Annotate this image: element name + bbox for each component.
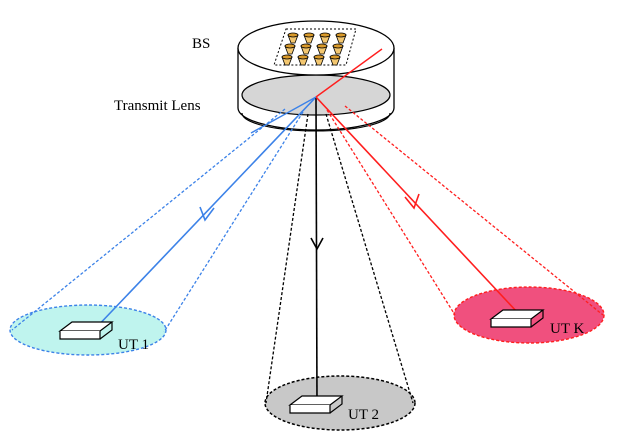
antenna-element-aperture — [300, 43, 312, 49]
bs-cylinder-top — [237, 20, 395, 76]
ut2-device — [288, 395, 344, 414]
antenna-element-aperture — [335, 32, 347, 38]
ut1-label: UT 1 — [118, 337, 149, 353]
antenna-element-aperture — [316, 43, 328, 49]
utk-device — [489, 309, 545, 328]
antenna-element-aperture — [332, 43, 344, 49]
antenna-element-aperture — [284, 43, 296, 49]
antenna-element-aperture — [329, 54, 341, 60]
ut2-group: UT 2 — [264, 96, 416, 431]
antenna-array-frame — [273, 28, 357, 66]
utk-beam — [315, 96, 519, 314]
utk-beam-arrow — [404, 193, 420, 210]
ut1-cone-left — [11, 108, 286, 331]
ut1-beam-arrow — [199, 206, 215, 222]
utk-label: UT K — [550, 321, 584, 337]
antenna-element-aperture — [281, 54, 293, 60]
antenna-element-aperture — [287, 32, 299, 38]
ut1-cone-right — [163, 111, 304, 333]
ut2-cone-left — [265, 113, 309, 404]
transmit-lens-label: Transmit Lens — [114, 98, 201, 114]
utk-group: UT K — [315, 48, 605, 344]
ut1-beam-origin — [250, 96, 317, 134]
antenna-array — [281, 32, 347, 66]
ut2-coverage-area — [264, 375, 416, 431]
utk-beam-origin — [315, 48, 383, 98]
ut2-label: UT 2 — [348, 407, 379, 423]
ut1-group: UT 1 — [9, 96, 317, 356]
antenna-element-aperture — [313, 54, 325, 60]
ut1-beam — [91, 96, 317, 333]
antenna-element-aperture — [319, 32, 331, 38]
antenna-element-aperture — [297, 54, 309, 60]
utk-cone-left — [326, 109, 456, 316]
ut2-beam — [315, 96, 318, 406]
utk-cone-right — [344, 105, 604, 316]
ut2-cone-right — [325, 113, 414, 404]
ut1-device — [58, 321, 114, 340]
bs-label: BS — [192, 36, 210, 52]
antenna-element-aperture — [303, 32, 315, 38]
ut2-beam-arrow — [310, 237, 324, 251]
